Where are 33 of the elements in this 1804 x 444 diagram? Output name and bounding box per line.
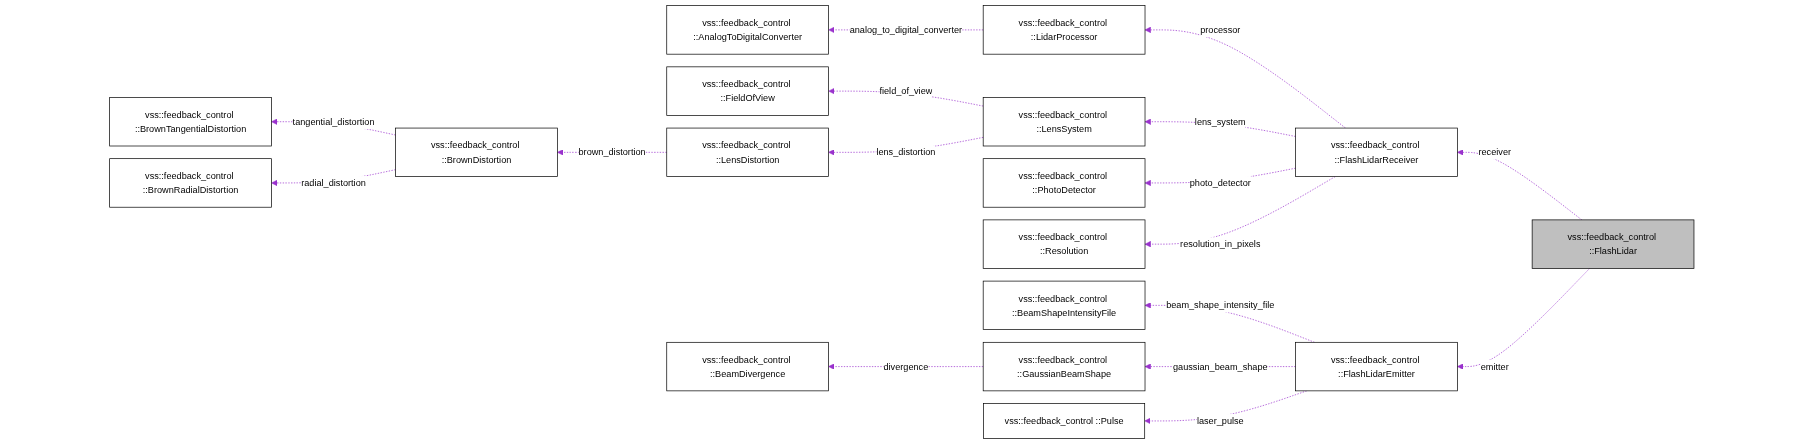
edge-label: lens_system bbox=[1195, 116, 1246, 127]
edge-label: processor bbox=[1200, 24, 1241, 36]
edge-label: laser_pulse bbox=[1197, 415, 1244, 427]
node-box: vss::feedback_control ::Pulse bbox=[983, 403, 1146, 439]
node-box: vss::feedback_control ::FlashLidarEmitter bbox=[1295, 341, 1458, 392]
edge-label: lens_distortion bbox=[876, 146, 936, 158]
node-box: vss::feedback_control ::GaussianBeamShape bbox=[983, 341, 1146, 392]
node-box: vss::feedback_control ::BrownDistortion bbox=[395, 127, 558, 177]
edge-label: radial_distortion bbox=[301, 177, 367, 189]
node-box: vss::feedback_control ::BeamDivergence bbox=[666, 341, 830, 392]
edge-label: brown_distortion bbox=[578, 146, 646, 158]
edge-label: resolution_in_pixels bbox=[1180, 238, 1261, 250]
node-box: vss::feedback_control ::FieldOfView bbox=[666, 66, 830, 116]
edge-label: gaussian_beam_shape bbox=[1173, 361, 1268, 372]
edge-label: field_of_view bbox=[879, 85, 933, 97]
edge-label: emitter bbox=[1480, 361, 1509, 372]
edge-label: beam_shape_intensity_file bbox=[1166, 299, 1275, 311]
edge-label: tangential_distortion bbox=[292, 116, 375, 127]
node-box: vss::feedback_control ::BrownRadialDistortion bbox=[109, 158, 273, 208]
node-box: vss::feedback_control ::LidarProcessor bbox=[983, 5, 1146, 55]
node-box: vss::feedback_control ::BeamShapeIntensityFile bbox=[983, 280, 1146, 330]
node-box: vss::feedback_control ::FlashLidarReceiver bbox=[1295, 127, 1458, 177]
node-box: vss::feedback_control ::PhotoDetector bbox=[983, 158, 1146, 208]
edge-label: divergence bbox=[883, 361, 929, 372]
node-box: vss::feedback_control ::LensDistortion bbox=[666, 127, 830, 177]
edge-label: analog_to_digital_converter bbox=[849, 24, 963, 36]
edge-label: receiver bbox=[1478, 146, 1512, 158]
node-box: vss::feedback_control ::FlashLidar bbox=[1532, 219, 1695, 269]
node-box: vss::feedback_control ::BrownTangentialDistortion bbox=[109, 97, 273, 147]
edge-label: photo_detector bbox=[1189, 177, 1251, 189]
node-box: vss::feedback_control ::Resolution bbox=[983, 219, 1146, 269]
node-box: vss::feedback_control ::LensSystem bbox=[983, 97, 1146, 147]
node-box: vss::feedback_control ::AnalogToDigitalConverter bbox=[666, 5, 830, 55]
